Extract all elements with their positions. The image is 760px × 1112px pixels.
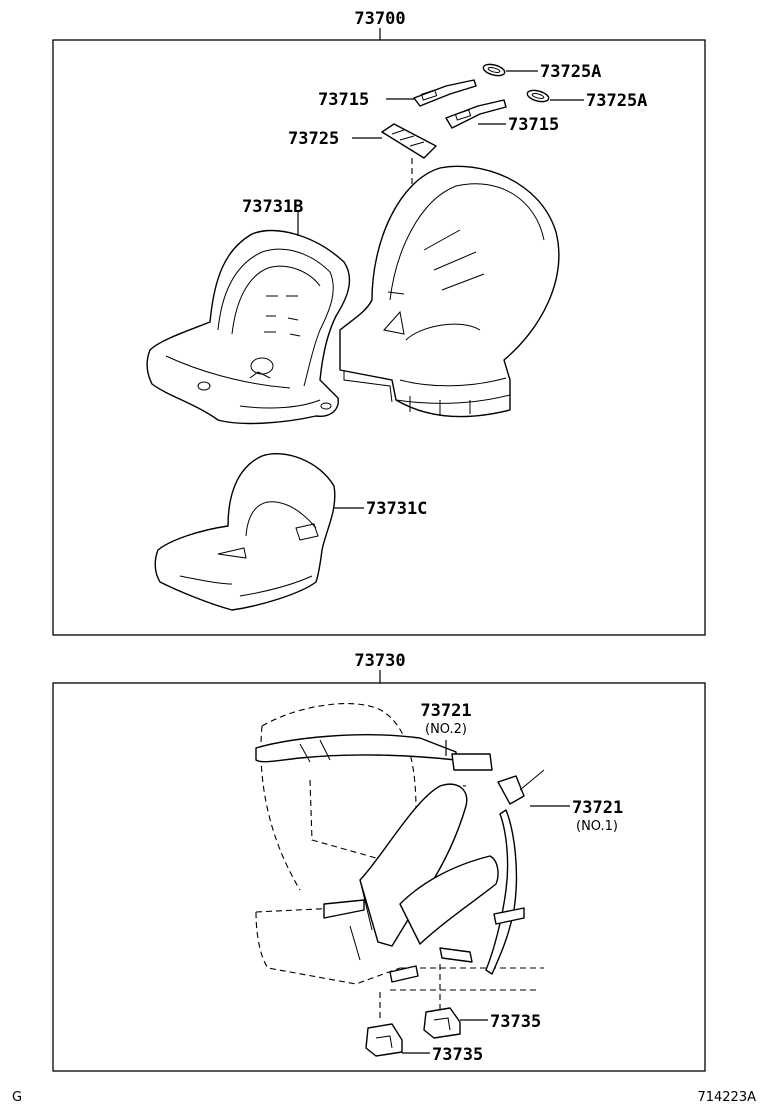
group-label-73700: 73700 [354, 9, 405, 29]
clip-73725A-lower [526, 89, 550, 103]
group-frame-73700 [52, 39, 706, 636]
footer-diagram-id: 714223A [697, 1090, 756, 1105]
callout-73735-1: 73735 [490, 1012, 541, 1032]
clip-73725A-upper [482, 63, 506, 77]
group-73700: 73700 [52, 9, 706, 636]
group-73730: 73730 [52, 651, 706, 1072]
callout-73721-no1-sub: (NO.1) [576, 819, 618, 834]
seat-cover-73731B [146, 229, 351, 425]
buckle-tongue-73715-left [413, 79, 477, 107]
callout-73715-2: 73715 [508, 115, 559, 135]
seat-frame-73730 [255, 703, 544, 1018]
belt-73721-no1 [485, 769, 545, 975]
anchor-bracket-73735-left [365, 1023, 403, 1057]
callout-73721-no1: 73721 [572, 798, 623, 818]
callout-73735-2: 73735 [432, 1045, 483, 1065]
group-label-73730: 73730 [354, 651, 405, 671]
anchor-bracket-73735-right [423, 1007, 461, 1039]
callout-73731C: 73731C [366, 499, 427, 519]
callout-73725A-2: 73725A [586, 91, 647, 111]
buckle-pad-73725 [381, 123, 437, 159]
buckle-tongue-73715-right [445, 99, 507, 129]
callout-73715-1: 73715 [318, 90, 369, 110]
callout-73725: 73725 [288, 129, 339, 149]
callout-73731B: 73731B [242, 197, 303, 217]
seat-shell-73700 [339, 165, 560, 418]
callout-73721-no2-sub: (NO.2) [425, 722, 467, 737]
footer-left-code: G [12, 1090, 22, 1105]
callout-73725A-1: 73725A [540, 62, 601, 82]
callout-73721-no2: 73721 [420, 701, 471, 721]
group-frame-73730 [52, 682, 706, 1072]
belt-73721-no2 [255, 734, 493, 771]
seat-cover-73731C [154, 453, 336, 611]
